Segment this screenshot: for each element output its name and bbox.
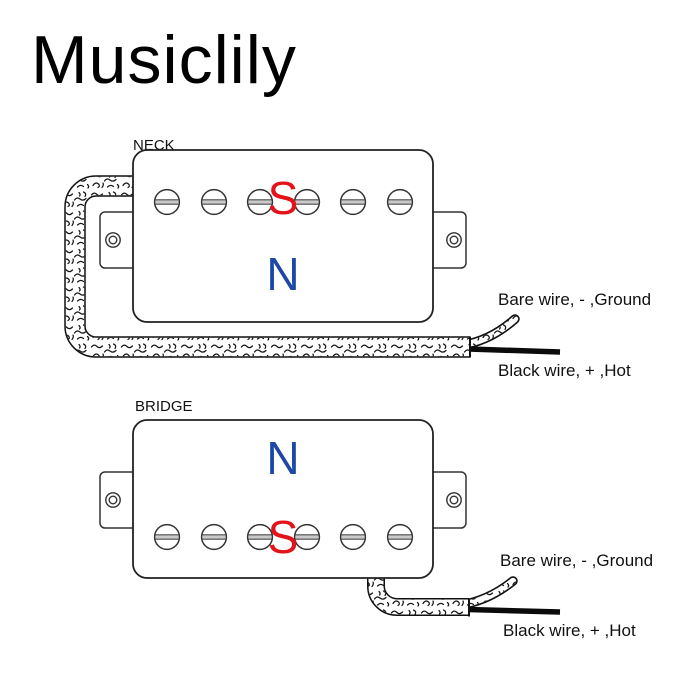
neck-braided-shield-wire-icon — [64, 175, 471, 358]
neck-pole-screws — [153, 188, 414, 216]
bridge-right-mounting-ear — [425, 471, 467, 529]
pole-screw-icon — [200, 188, 228, 216]
bridge-lower-polarity-letter: S — [268, 511, 299, 563]
neck-lower-polarity-letter: N — [266, 248, 299, 300]
pole-screw-icon — [386, 188, 414, 216]
brand-title: Musiclily — [31, 22, 297, 98]
neck-bare-wire-label: Bare wire, - ,Ground — [498, 290, 651, 309]
bridge-section-label: BRIDGE — [135, 398, 193, 415]
neck-black-wire-icon — [468, 346, 561, 355]
bridge-bare-wire-label: Bare wire, - ,Ground — [500, 551, 653, 570]
pole-screw-icon — [339, 523, 367, 551]
neck-black-wire-label: Black wire, + ,Hot — [498, 361, 631, 380]
bridge-upper-polarity-letter: N — [266, 432, 299, 484]
pole-screw-icon — [246, 523, 274, 551]
pole-screw-icon — [293, 188, 321, 216]
pole-screw-icon — [293, 523, 321, 551]
screw-hole-icon — [108, 495, 118, 505]
pole-screw-icon — [339, 188, 367, 216]
neck-right-mounting-ear — [425, 211, 467, 269]
bridge-black-wire-label: Black wire, + ,Hot — [503, 621, 636, 640]
screw-hole-icon — [449, 495, 459, 505]
screw-hole-icon — [108, 235, 118, 245]
pole-screw-icon — [200, 523, 228, 551]
neck-upper-polarity-letter: S — [268, 172, 299, 224]
pole-screw-icon — [386, 523, 414, 551]
screw-hole-icon — [449, 235, 459, 245]
bridge-black-wire-icon — [467, 606, 561, 615]
bridge-pole-screws — [153, 523, 414, 551]
neck-pickup-assembly: NECK — [64, 137, 651, 380]
bridge-braided-shield-wire-icon — [367, 560, 470, 617]
pole-screw-icon — [246, 188, 274, 216]
pole-screw-icon — [153, 523, 181, 551]
pole-screw-icon — [153, 188, 181, 216]
bridge-pickup-assembly: BRIDGE — [99, 398, 653, 640]
